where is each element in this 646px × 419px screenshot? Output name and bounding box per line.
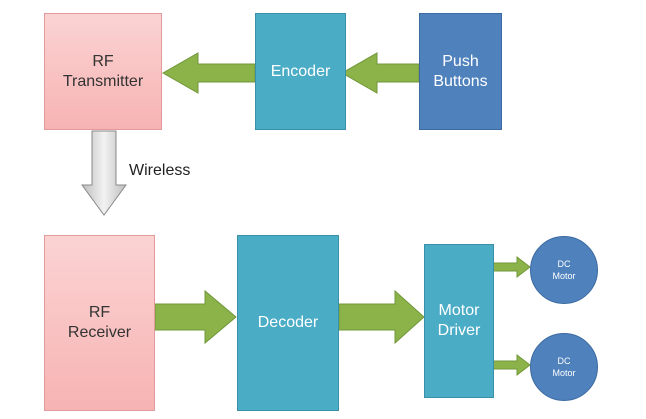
motor-driver-label: Motor Driver [437, 302, 481, 339]
rf-receiver-label: RF Receiver [67, 304, 132, 341]
dc-motor-2: DC Motor [530, 333, 598, 401]
encoder-label: Encoder [270, 62, 331, 80]
dc-motor-1-label: DC Motor [552, 258, 576, 281]
push-buttons-block: Push Buttons [419, 13, 502, 130]
arrow-buttons-to-encoder [340, 52, 420, 94]
dc-motor-2-label: DC Motor [552, 355, 576, 378]
push-buttons-label: Push Buttons [433, 52, 488, 90]
wireless-label: Wireless [129, 162, 191, 179]
encoder-block: Encoder [255, 13, 346, 130]
arrow-receiver-to-decoder [154, 289, 237, 345]
rf-receiver-block: RF Receiver [44, 235, 155, 411]
dc-motor-1: DC Motor [530, 236, 598, 304]
rf-transmitter-block: RF Transmitter [44, 13, 162, 130]
arrow-driver-to-motor1 [492, 255, 531, 279]
arrow-driver-to-motor2 [492, 353, 531, 377]
decoder-block: Decoder [237, 235, 339, 411]
arrow-wireless-down [81, 130, 127, 216]
motor-driver-block: Motor Driver [424, 244, 494, 398]
rf-transmitter-label: RF Transmitter [62, 52, 144, 90]
arrow-decoder-to-driver [338, 289, 425, 345]
arrow-encoder-to-transmitter [161, 52, 256, 94]
decoder-label: Decoder [257, 314, 319, 331]
